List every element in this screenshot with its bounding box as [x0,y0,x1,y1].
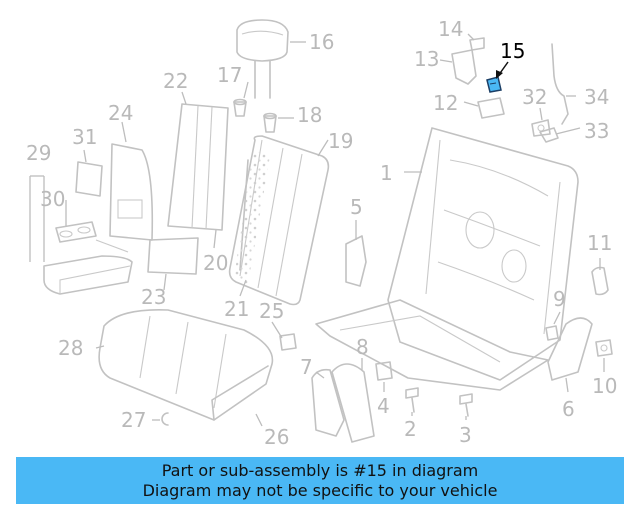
callout-2: 2 [404,417,417,441]
callout-17: 17 [217,63,242,87]
callout-3: 3 [459,423,472,447]
part-22-seatback-pad [167,103,229,231]
callout-18: 18 [297,103,322,127]
part-31-sheet [75,161,103,197]
part-16-headrest [236,19,289,99]
callout-6: 6 [562,397,575,421]
callout-9: 9 [553,287,566,311]
part-23-trim [147,237,199,275]
callout-22: 22 [163,69,188,93]
callout-34: 34 [584,85,609,109]
part-17-guide [233,98,247,117]
callout-23: 23 [141,285,166,309]
callout-21: 21 [224,297,249,321]
part-18-guide [263,112,277,133]
part-12-hinge-cover [477,97,505,119]
part-7-cover [311,368,345,437]
banner-line-part: Part or sub-assembly is #15 in diagram [161,460,479,480]
part-2-bolt [405,387,419,413]
callout-26: 26 [264,425,289,449]
callout-29: 29 [26,141,51,165]
part-27-clip [161,412,169,426]
info-banner: Part or sub-assembly is #15 in diagram D… [16,457,624,504]
callout-16: 16 [309,30,334,54]
callout-11: 11 [587,231,612,255]
callout-4: 4 [377,394,390,418]
part-15-highlighted [486,76,502,93]
part-30-cupholder [55,221,97,243]
callout-19: 19 [328,129,353,153]
callout-28: 28 [58,336,83,360]
part-14-clip [469,37,485,51]
part-4-block [375,361,393,381]
callout-labels: 1 2 3 4 5 6 7 8 9 10 11 12 13 14 15 16 1… [26,17,617,449]
callout-1: 1 [380,161,393,185]
part-33-latch [539,127,559,143]
callout-8: 8 [356,335,369,359]
callout-5: 5 [350,195,363,219]
callout-13: 13 [414,47,439,71]
part-1-seat-frame [315,127,579,391]
part-3-bolt [459,393,473,417]
callout-10: 10 [592,374,617,398]
part-28-seat-cushion [98,309,274,421]
part-34-cable [551,43,569,125]
part-19-seatback-cover [228,135,330,306]
callout-12: 12 [433,91,458,115]
part-11-latch-cover [591,266,609,296]
callout-14: 14 [438,17,463,41]
callout-25: 25 [259,299,284,323]
part-5-hinge [345,235,367,287]
callout-27: 27 [121,408,146,432]
banner-line-disclaimer: Diagram may not be specific to your vehi… [142,480,498,500]
callout-15: 15 [500,39,525,63]
callout-20: 20 [203,251,228,275]
callout-31: 31 [72,125,97,149]
callout-7: 7 [300,355,313,379]
callout-33: 33 [584,119,609,143]
part-6-side-panel [547,317,593,381]
part-10-cap [595,339,613,357]
leader-lines [29,33,605,427]
part-9-clip [545,325,559,341]
callout-30: 30 [40,187,65,211]
part-25-bracket [279,333,297,351]
part-29-armrest [43,239,133,295]
callout-24: 24 [108,101,133,125]
part-8-cover [331,363,375,443]
part-13-bracket [451,49,477,85]
callout-32: 32 [522,85,547,109]
part-24-side-bolster [109,143,154,241]
